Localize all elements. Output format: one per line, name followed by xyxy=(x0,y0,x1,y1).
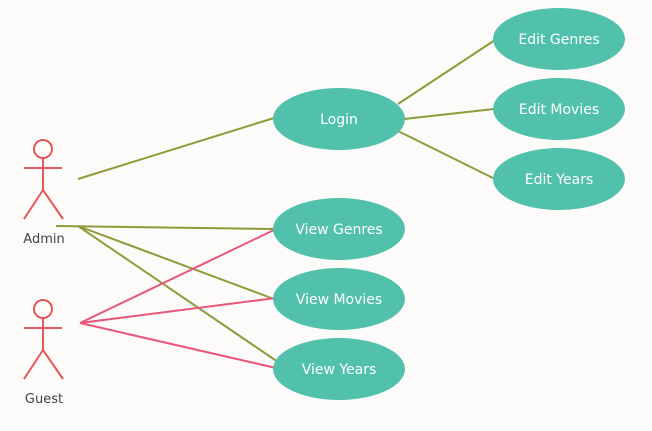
association-login-edit-genres xyxy=(397,39,496,105)
association-login-edit-movies xyxy=(403,108,495,120)
association-guest-view-years xyxy=(79,322,277,369)
use-case-view-years-label: View Years xyxy=(302,362,377,378)
use-case-login-label: Login xyxy=(320,112,358,128)
association-admin-login xyxy=(77,117,275,180)
use-case-view-years[interactable]: View Years xyxy=(273,338,405,400)
actor-guest-label: Guest xyxy=(25,392,63,407)
admin-associations xyxy=(55,39,496,363)
association-admin-view-movies xyxy=(77,225,275,300)
use-case-view-genres-label: View Genres xyxy=(295,222,382,238)
association-guest-view-genres xyxy=(79,228,277,324)
use-case-edit-movies-label: Edit Movies xyxy=(519,102,599,118)
use-case-edit-genres[interactable]: Edit Genres xyxy=(493,8,625,70)
association-admin-view-genres xyxy=(55,225,275,230)
use-case-edit-movies[interactable]: Edit Movies xyxy=(493,78,625,140)
use-case-login[interactable]: Login xyxy=(273,88,405,150)
guest-associations xyxy=(79,228,277,369)
association-admin-view-years xyxy=(77,225,279,363)
use-case-edit-years[interactable]: Edit Years xyxy=(493,148,625,210)
use-case-view-movies[interactable]: View Movies xyxy=(273,268,405,330)
actor-stick-figure-icon xyxy=(23,299,64,380)
actor-guest[interactable]: Guest xyxy=(23,299,64,407)
association-login-edit-years xyxy=(397,130,496,180)
use-case-edit-years-label: Edit Years xyxy=(525,172,594,188)
association-guest-view-movies xyxy=(79,297,277,324)
actor-admin-label: Admin xyxy=(23,232,64,247)
actor-stick-figure-icon xyxy=(23,139,64,220)
use-case-edit-genres-label: Edit Genres xyxy=(518,32,599,48)
use-case-view-movies-label: View Movies xyxy=(296,292,382,308)
actor-admin[interactable]: Admin xyxy=(23,139,65,247)
use-case-view-genres[interactable]: View Genres xyxy=(273,198,405,260)
